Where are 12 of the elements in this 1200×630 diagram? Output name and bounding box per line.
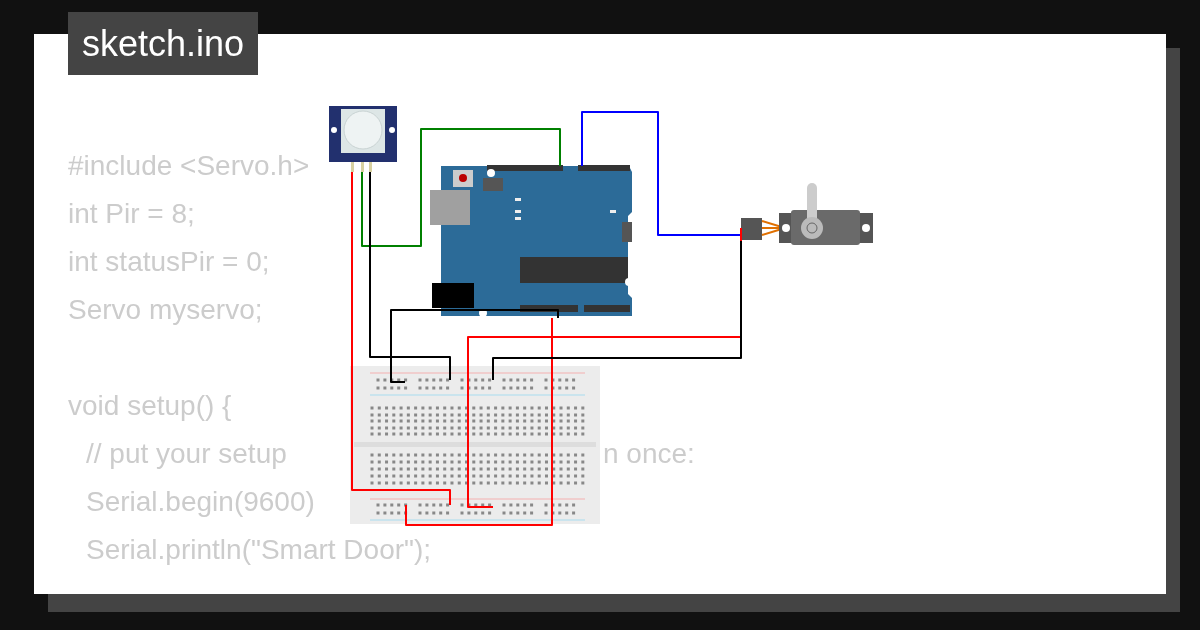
pir-sensor-drawing — [329, 106, 397, 172]
servo-motor-drawing — [741, 180, 875, 248]
wire — [351, 171, 451, 506]
file-name-tab: sketch.ino — [68, 12, 259, 75]
wire — [492, 240, 742, 381]
microcontroller-board-drawing — [430, 164, 632, 318]
wire — [390, 309, 559, 383]
breadboard-drawing — [350, 366, 600, 524]
wire — [581, 111, 742, 236]
wire — [361, 128, 561, 247]
wire — [369, 171, 451, 381]
wire — [405, 317, 553, 526]
